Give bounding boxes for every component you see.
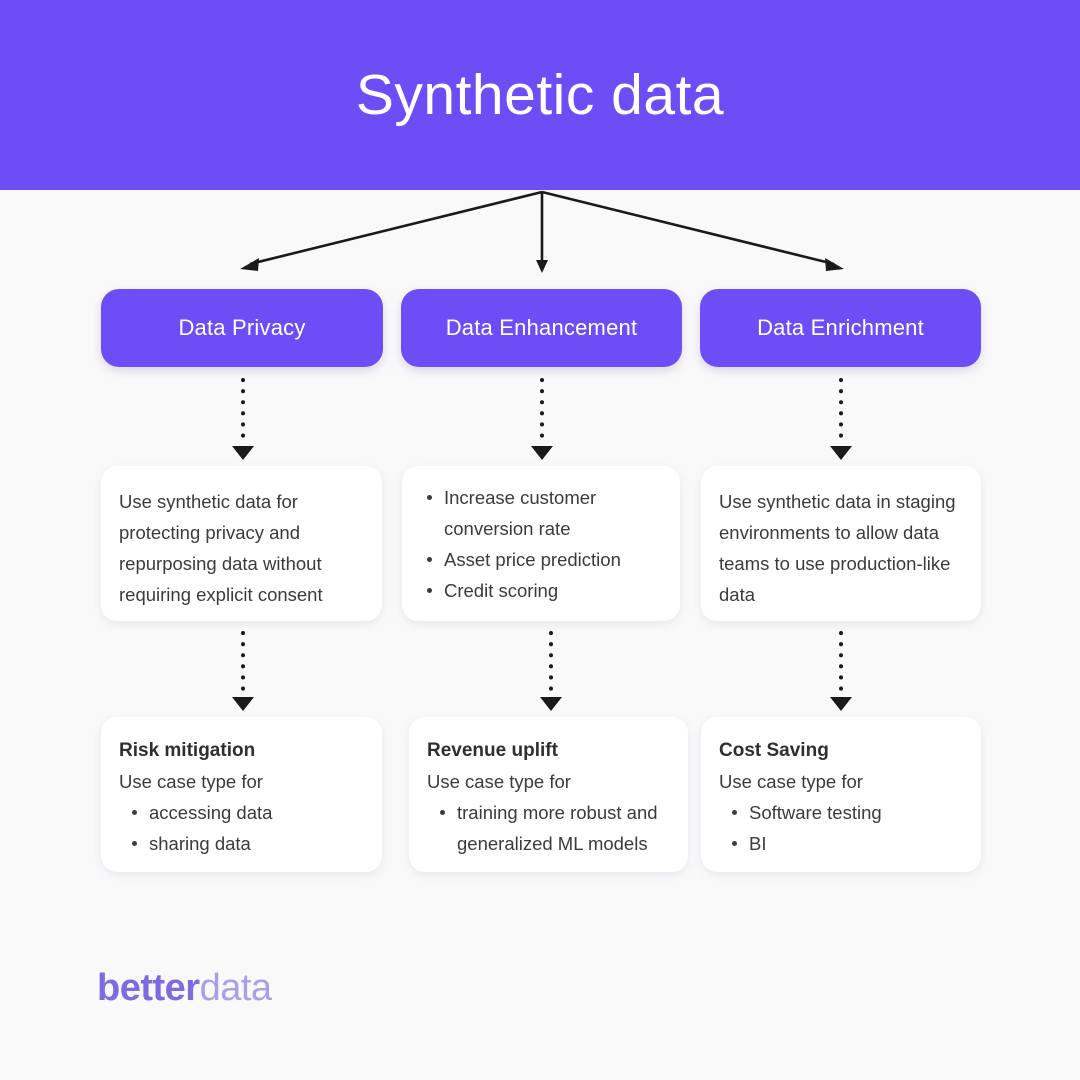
branch-pill-label: Data Enrichment: [757, 315, 924, 340]
outcome-title: Cost Saving: [719, 740, 829, 761]
logo-text-bold: better: [97, 967, 200, 1009]
list-item: Increase customer conversion rate: [427, 482, 664, 544]
arrowhead-3: [830, 446, 852, 460]
outcome-bullet-list: Software testing BI: [719, 797, 961, 859]
arrowhead-6: [830, 697, 852, 711]
outcome-subtitle: Use case type for: [119, 771, 263, 792]
arrowhead-4: [232, 697, 254, 711]
betterdata-logo: betterdata: [97, 966, 272, 1010]
list-item: Software testing: [732, 797, 961, 828]
description-text: Use synthetic data in staging environmen…: [719, 491, 956, 605]
arrowhead-1: [232, 446, 254, 460]
description-card-data-enrichment: Use synthetic data in staging environmen…: [701, 466, 981, 621]
branch-pill-data-privacy[interactable]: Data Privacy: [101, 289, 383, 367]
list-item: training more robust and generalized ML …: [440, 797, 668, 859]
logo-text-light: data: [199, 967, 272, 1009]
list-item: sharing data: [132, 828, 362, 859]
outcome-bullet-list: training more robust and generalized ML …: [427, 797, 668, 859]
outcome-subtitle: Use case type for: [427, 771, 571, 792]
outcome-title: Revenue uplift: [427, 740, 558, 761]
description-card-data-enhancement: Increase customer conversion rate Asset …: [402, 466, 680, 621]
list-item: Asset price prediction: [427, 544, 664, 575]
outcome-title: Risk mitigation: [119, 740, 256, 761]
arrowhead-5: [540, 697, 562, 711]
outcome-card-cost-saving: Cost Saving Use case type for Software t…: [701, 717, 981, 872]
outcome-subtitle: Use case type for: [719, 771, 863, 792]
branch-pill-label: Data Privacy: [178, 315, 306, 340]
branch-pill-data-enrichment[interactable]: Data Enrichment: [700, 289, 981, 367]
description-text: Use synthetic data for protecting privac…: [119, 491, 323, 605]
outcome-bullet-list: accessing data sharing data: [119, 797, 362, 859]
page-header: Synthetic data: [0, 0, 1080, 190]
list-item: BI: [732, 828, 961, 859]
list-item: accessing data: [132, 797, 362, 828]
page-title: Synthetic data: [355, 62, 725, 127]
list-item: Credit scoring: [427, 575, 664, 606]
arrowhead-2: [531, 446, 553, 460]
description-card-data-privacy: Use synthetic data for protecting privac…: [101, 466, 382, 621]
fanout-connector: [240, 190, 844, 273]
outcome-card-risk-mitigation: Risk mitigation Use case type for access…: [101, 717, 382, 872]
branch-pill-data-enhancement[interactable]: Data Enhancement: [401, 289, 682, 367]
outcome-card-revenue-uplift: Revenue uplift Use case type for trainin…: [409, 717, 688, 872]
description-bullet-list: Increase customer conversion rate Asset …: [414, 482, 664, 606]
branch-pill-label: Data Enhancement: [445, 315, 638, 340]
